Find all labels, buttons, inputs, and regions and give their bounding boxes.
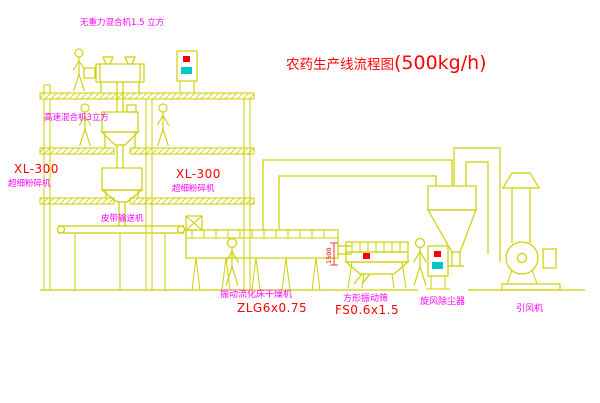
dryer-flange-ticks: [191, 230, 325, 238]
control-cabinet-1: [175, 50, 199, 94]
label-mill-left-model: XL-300: [14, 162, 59, 176]
dryer-discharge-chute: [338, 245, 352, 255]
cyclone-separator: [426, 147, 501, 267]
exhaust-duct: [262, 159, 453, 230]
mill-crusher: [100, 167, 144, 226]
vibrating-screen: [344, 241, 410, 289]
cabinet1-screen: [181, 67, 192, 74]
mixer-discharge-chute: [116, 82, 124, 112]
worker-figure-3: [156, 103, 170, 147]
label-mill-right-name: 超细粉碎机: [172, 183, 215, 194]
label-gravity-mixer: 无重力混合机1.5 立方: [80, 17, 164, 28]
title-text: 农药生产线流程图: [286, 57, 394, 73]
screen-discharge-spout: [353, 273, 371, 285]
label-dryer-name: 振动流化床干燥机: [220, 288, 292, 300]
label-belt-conveyor: 皮带输送机: [101, 213, 144, 224]
screen-indicator: [363, 253, 370, 259]
induced-draft-fan: [501, 241, 561, 291]
mixer2-motor: [126, 104, 137, 113]
label-mill-left-name: 超细粉碎机: [8, 178, 51, 189]
floor3-slab-right: [129, 197, 255, 205]
fan-base: [501, 283, 561, 291]
building-column-middle: [145, 98, 153, 291]
label-screen-model: FS0.6x1.5: [335, 303, 399, 317]
title-capacity: (500kg/h): [394, 52, 487, 74]
conveyor-supports: [74, 233, 166, 290]
mixer-motor: [83, 67, 96, 79]
label-fan: 引风机: [516, 302, 543, 314]
floor2-slab-left: [39, 147, 115, 155]
dryer-legs: [191, 257, 321, 291]
building-structure: [39, 84, 255, 291]
label-dryer-model: ZLG6x0.75: [237, 301, 307, 315]
high-speed-mixer: [100, 104, 140, 168]
roof-parapet: [43, 84, 51, 94]
worker-figure-2: [78, 103, 92, 147]
floor2-slab-right: [129, 147, 255, 155]
stack-rain-cap: [501, 172, 541, 189]
label-screen-dimension: 1500: [325, 247, 333, 264]
cyclone-bottom-outlet: [448, 252, 464, 267]
mixer2-discharge-chute: [116, 145, 124, 168]
floor3-slab-left: [39, 197, 115, 205]
screen-flange-ticks: [351, 242, 401, 252]
mixer-inlet-hoppers: [102, 56, 136, 65]
gravity-mixer: [83, 56, 145, 112]
label-screen-name: 方形振动筛: [343, 292, 388, 304]
control-cabinet-2: [426, 245, 450, 290]
fan-pedestal: [506, 269, 538, 285]
conveyor-pulley-left: [56, 225, 66, 234]
screen-legs: [347, 261, 407, 289]
label-cyclone: 旋风除尘器: [420, 295, 465, 307]
cabinet1-indicator: [183, 56, 190, 62]
worker-figure-1: [72, 48, 86, 92]
building-column-left: [43, 98, 51, 291]
diagram-title: 农药生产线流程图(500kg/h): [286, 52, 487, 74]
cyclone-outlet-duct: [453, 147, 501, 262]
label-high-speed-mixer: 高速混合机3立方: [44, 112, 109, 123]
label-mill-right-model: XL-300: [176, 167, 221, 181]
cabinet2-screen: [432, 262, 443, 269]
mill-discharge-chute: [118, 202, 126, 226]
cabinet2-indicator: [434, 251, 441, 257]
conveyor-pulley-right: [176, 225, 186, 234]
fan-scroll: [505, 241, 539, 275]
dryer-feed-inlet: [185, 215, 203, 231]
roof-slab: [39, 92, 255, 100]
fan-motor: [542, 248, 557, 269]
fan-hub: [516, 252, 528, 264]
belt-conveyor: [56, 225, 186, 290]
worker-figure-5: [412, 237, 428, 287]
building-column-right: [243, 98, 251, 291]
screen-hopper: [344, 261, 410, 275]
exhaust-stack: [501, 172, 541, 243]
fluid-bed-dryer: [185, 215, 352, 291]
dimension-1500: 1500: [325, 242, 338, 266]
worker-figure-4: [224, 237, 240, 287]
